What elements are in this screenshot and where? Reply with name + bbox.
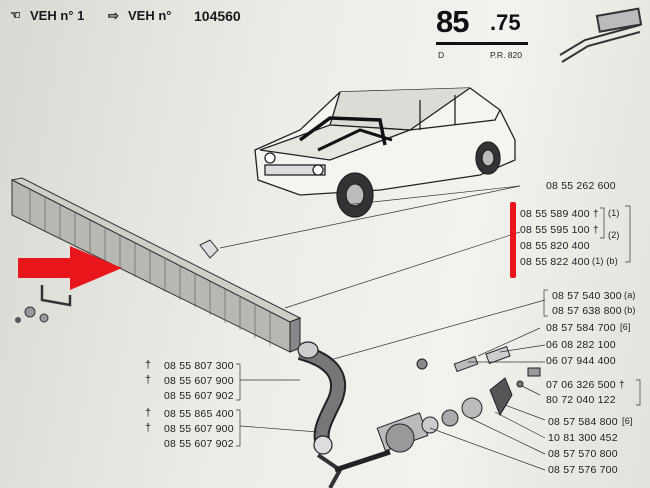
- leader-lines: [219, 185, 641, 471]
- page-number-underline: [436, 42, 528, 45]
- part-ref-top-0: 08 55 262 600: [546, 180, 616, 192]
- part-ref-mid-1: 08 57 638 800: [552, 305, 622, 317]
- page-sub-right: P.R. 820: [490, 50, 522, 60]
- vehicle-number: 104560: [194, 8, 241, 24]
- dagger-b1: †: [145, 422, 152, 434]
- arrow-right-icon: ⇨: [108, 8, 119, 23]
- car-drawing: [254, 87, 516, 218]
- part-ref-mid-2: 08 57 584 700: [546, 322, 616, 334]
- part-ref-top-4: 08 55 822 400: [520, 256, 590, 268]
- part-ref-mid-5: 07 06 326 500 †: [546, 379, 625, 391]
- part-ref-mid-0: 08 57 540 300: [552, 290, 622, 302]
- dagger-a0: †: [145, 359, 152, 371]
- header-left-text: VEH n° 1: [30, 8, 85, 23]
- part-note-mid-1: (b): [624, 305, 636, 315]
- valve-drawing: [334, 345, 541, 473]
- heater-core-drawing: [10, 177, 302, 353]
- bracket-drawing: [40, 285, 72, 307]
- page-sub-left: D: [438, 50, 445, 60]
- dagger-b0: †: [145, 407, 152, 419]
- part-ref-mid-4: 06 07 944 400: [546, 355, 616, 367]
- page-number-minor: .75: [490, 10, 521, 35]
- hand-pointer-icon: ☜: [10, 8, 21, 22]
- part-note-top-1: (1): [608, 208, 620, 218]
- part-note-top-4: (1) (b): [592, 256, 618, 266]
- part-ref-left-a2: 08 55 607 902: [164, 390, 234, 402]
- part-ref-left-b1: 08 55 607 900: [164, 423, 234, 435]
- part-ref-top-3: 08 55 820 400: [520, 240, 590, 252]
- part-ref-mid-10: 08 57 576 700: [548, 464, 618, 476]
- part-ref-left-b0: 08 55 865 400: [164, 408, 234, 420]
- part-ref-mid-6: 80 72 040 122: [546, 394, 616, 406]
- part-ref-left-a0: 08 55 807 300: [164, 360, 234, 372]
- part-ref-mid-7: 08 57 584 800: [548, 416, 618, 428]
- part-note-mid-2: [6]: [620, 322, 631, 332]
- header-mid-text: VEH n°: [128, 8, 172, 23]
- part-ref-mid-9: 08 57 570 800: [548, 448, 618, 460]
- part-ref-left-a1: 08 55 607 900: [164, 375, 234, 387]
- part-ref-left-b2: 08 55 607 902: [164, 438, 234, 450]
- hose-drawing: [297, 341, 347, 488]
- page-number-major: 85: [436, 4, 469, 39]
- red-arrow-icon: [18, 246, 122, 290]
- part-note-mid-7: [6]: [622, 416, 633, 426]
- highlight-bar: [510, 202, 516, 278]
- part-ref-mid-3: 06 08 282 100: [546, 339, 616, 351]
- part-note-top-2: (2): [608, 230, 620, 240]
- dagger-a1: †: [145, 374, 152, 386]
- part-ref-top-1: 08 55 589 400 †: [520, 208, 599, 220]
- cable-drawing: [559, 7, 643, 63]
- part-note-mid-0: (a): [624, 290, 636, 300]
- part-ref-mid-8: 10 81 300 452: [548, 432, 618, 444]
- part-ref-top-2: 08 55 595 100 †: [520, 224, 599, 236]
